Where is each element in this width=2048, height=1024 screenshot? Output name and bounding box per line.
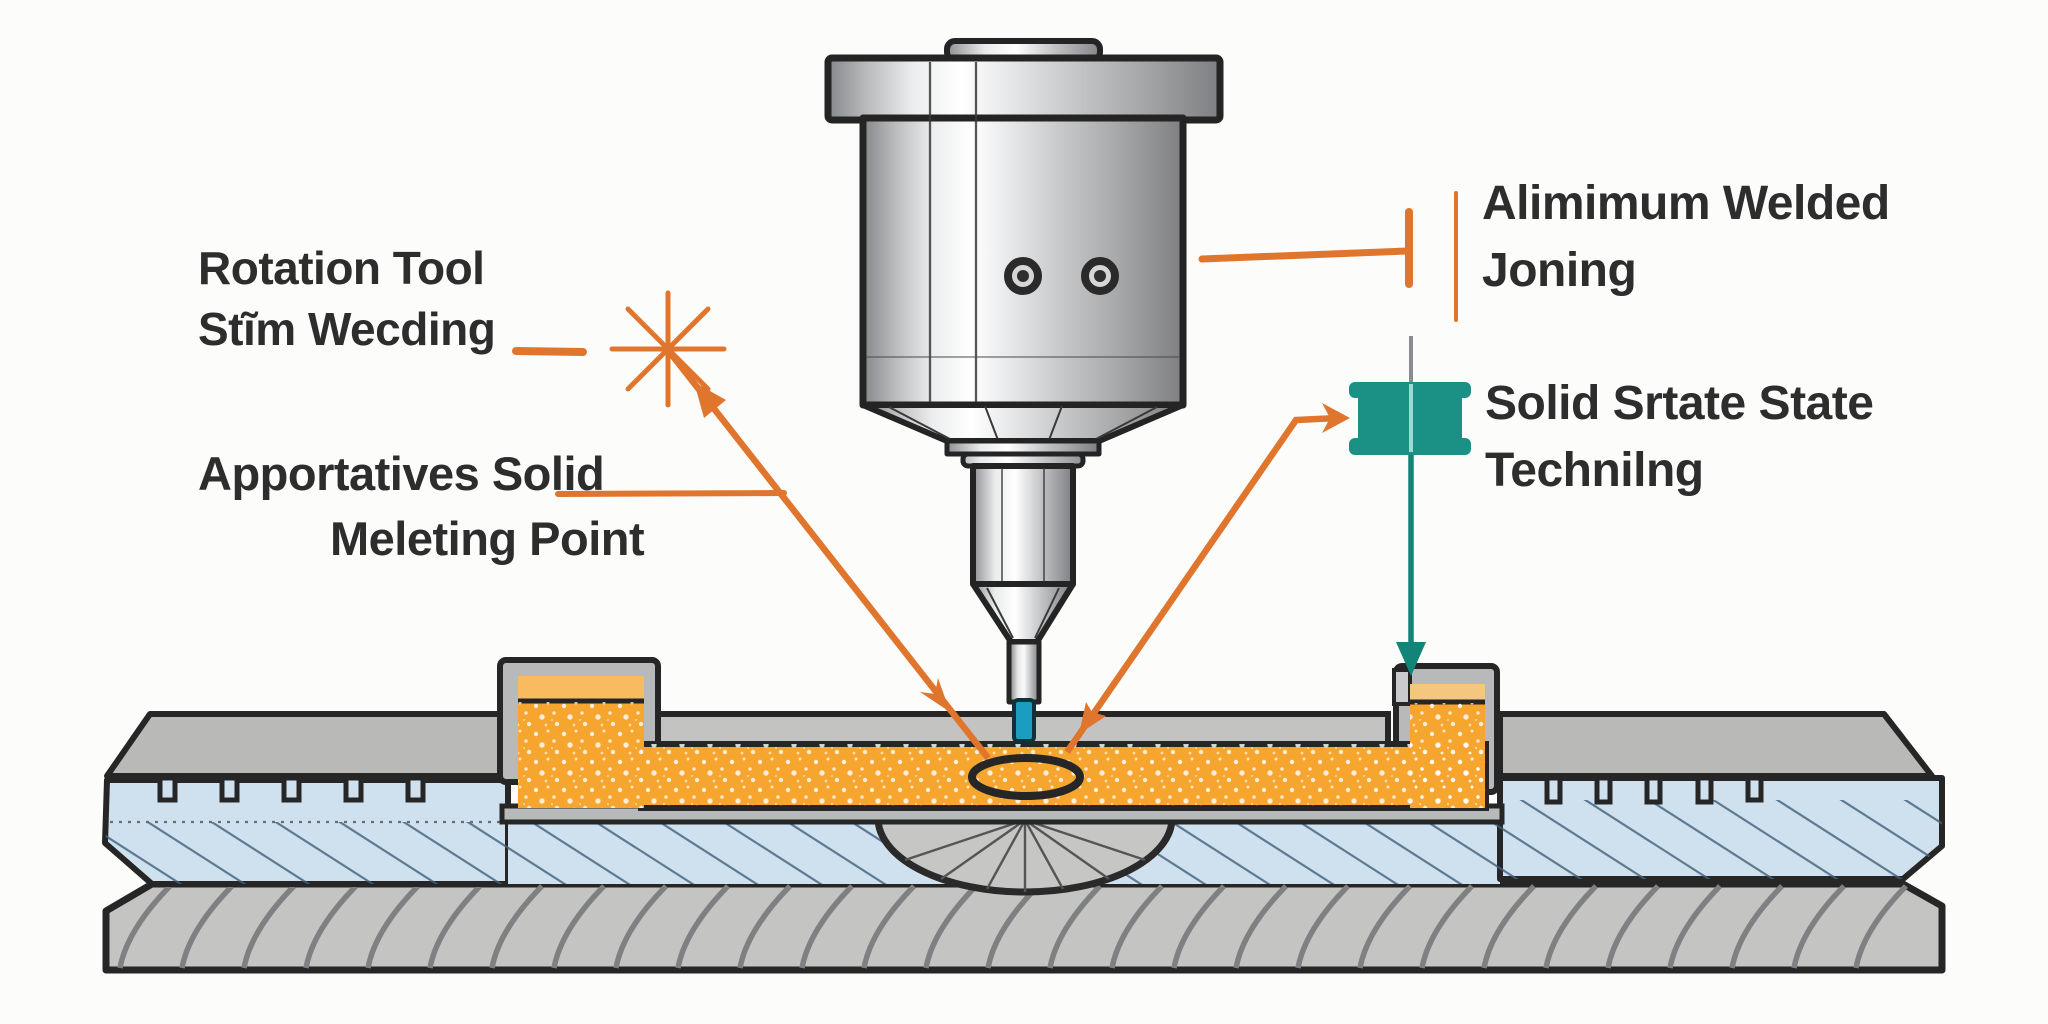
tool-label-leader (1198, 191, 1458, 322)
rotation-tool-label-line2: Stĩm Wecding (198, 303, 496, 355)
weld-point-star-icon (609, 290, 727, 408)
welding-tool (824, 38, 1224, 743)
solid-state-label-line1: Solid Srtate State (1485, 377, 1874, 430)
right-leader-arrow (1064, 403, 1350, 754)
backing-plate (102, 880, 1946, 974)
tool-shoulder (970, 463, 1076, 587)
tool-bolt-holes (1004, 257, 1119, 295)
left-leader-arrow (665, 347, 991, 761)
weld-nugget-dome (874, 814, 1176, 896)
tool-pin-blue-tip (1012, 698, 1036, 743)
weld-joint-label-line1: Alimimum Welded (1482, 177, 1890, 230)
melting-label-leader (555, 490, 787, 497)
melting-point-label-line2: Meleting Point (330, 512, 645, 565)
stir-zone-ellipse (968, 754, 1084, 800)
melting-point-label-line1: Apportatives Solid (198, 447, 605, 500)
down-arrow-icon (1396, 455, 1426, 676)
tool-taper-cone (970, 581, 1076, 645)
solid-state-label: Solid Srtate State Technilng (1485, 370, 1874, 504)
weld-joint-label: Alimimum Welded Joning (1482, 170, 1890, 304)
rotation-tool-label: Rotation Tool Stĩm Wecding (198, 238, 496, 360)
plate-notches (157, 775, 1764, 805)
tool-pin (1006, 639, 1042, 705)
tool-flare-cone (860, 402, 1186, 444)
rotation-tool-label-line1: Rotation Tool (198, 242, 485, 294)
backing-plate-hatching (117, 884, 1908, 969)
right-riser-ledge (1392, 668, 1412, 706)
rotation-label-leader (512, 347, 587, 356)
weld-joint-label-line2: Joning (1482, 244, 1637, 297)
tool-flange (824, 54, 1224, 124)
melting-point-label: Apportatives Solid Meleting Point (198, 441, 645, 571)
spool-icon (1349, 382, 1471, 455)
weld-seam-speckles (518, 702, 1486, 808)
weld-seam (497, 657, 1505, 825)
solid-state-label-line2: Technilng (1485, 444, 1704, 497)
